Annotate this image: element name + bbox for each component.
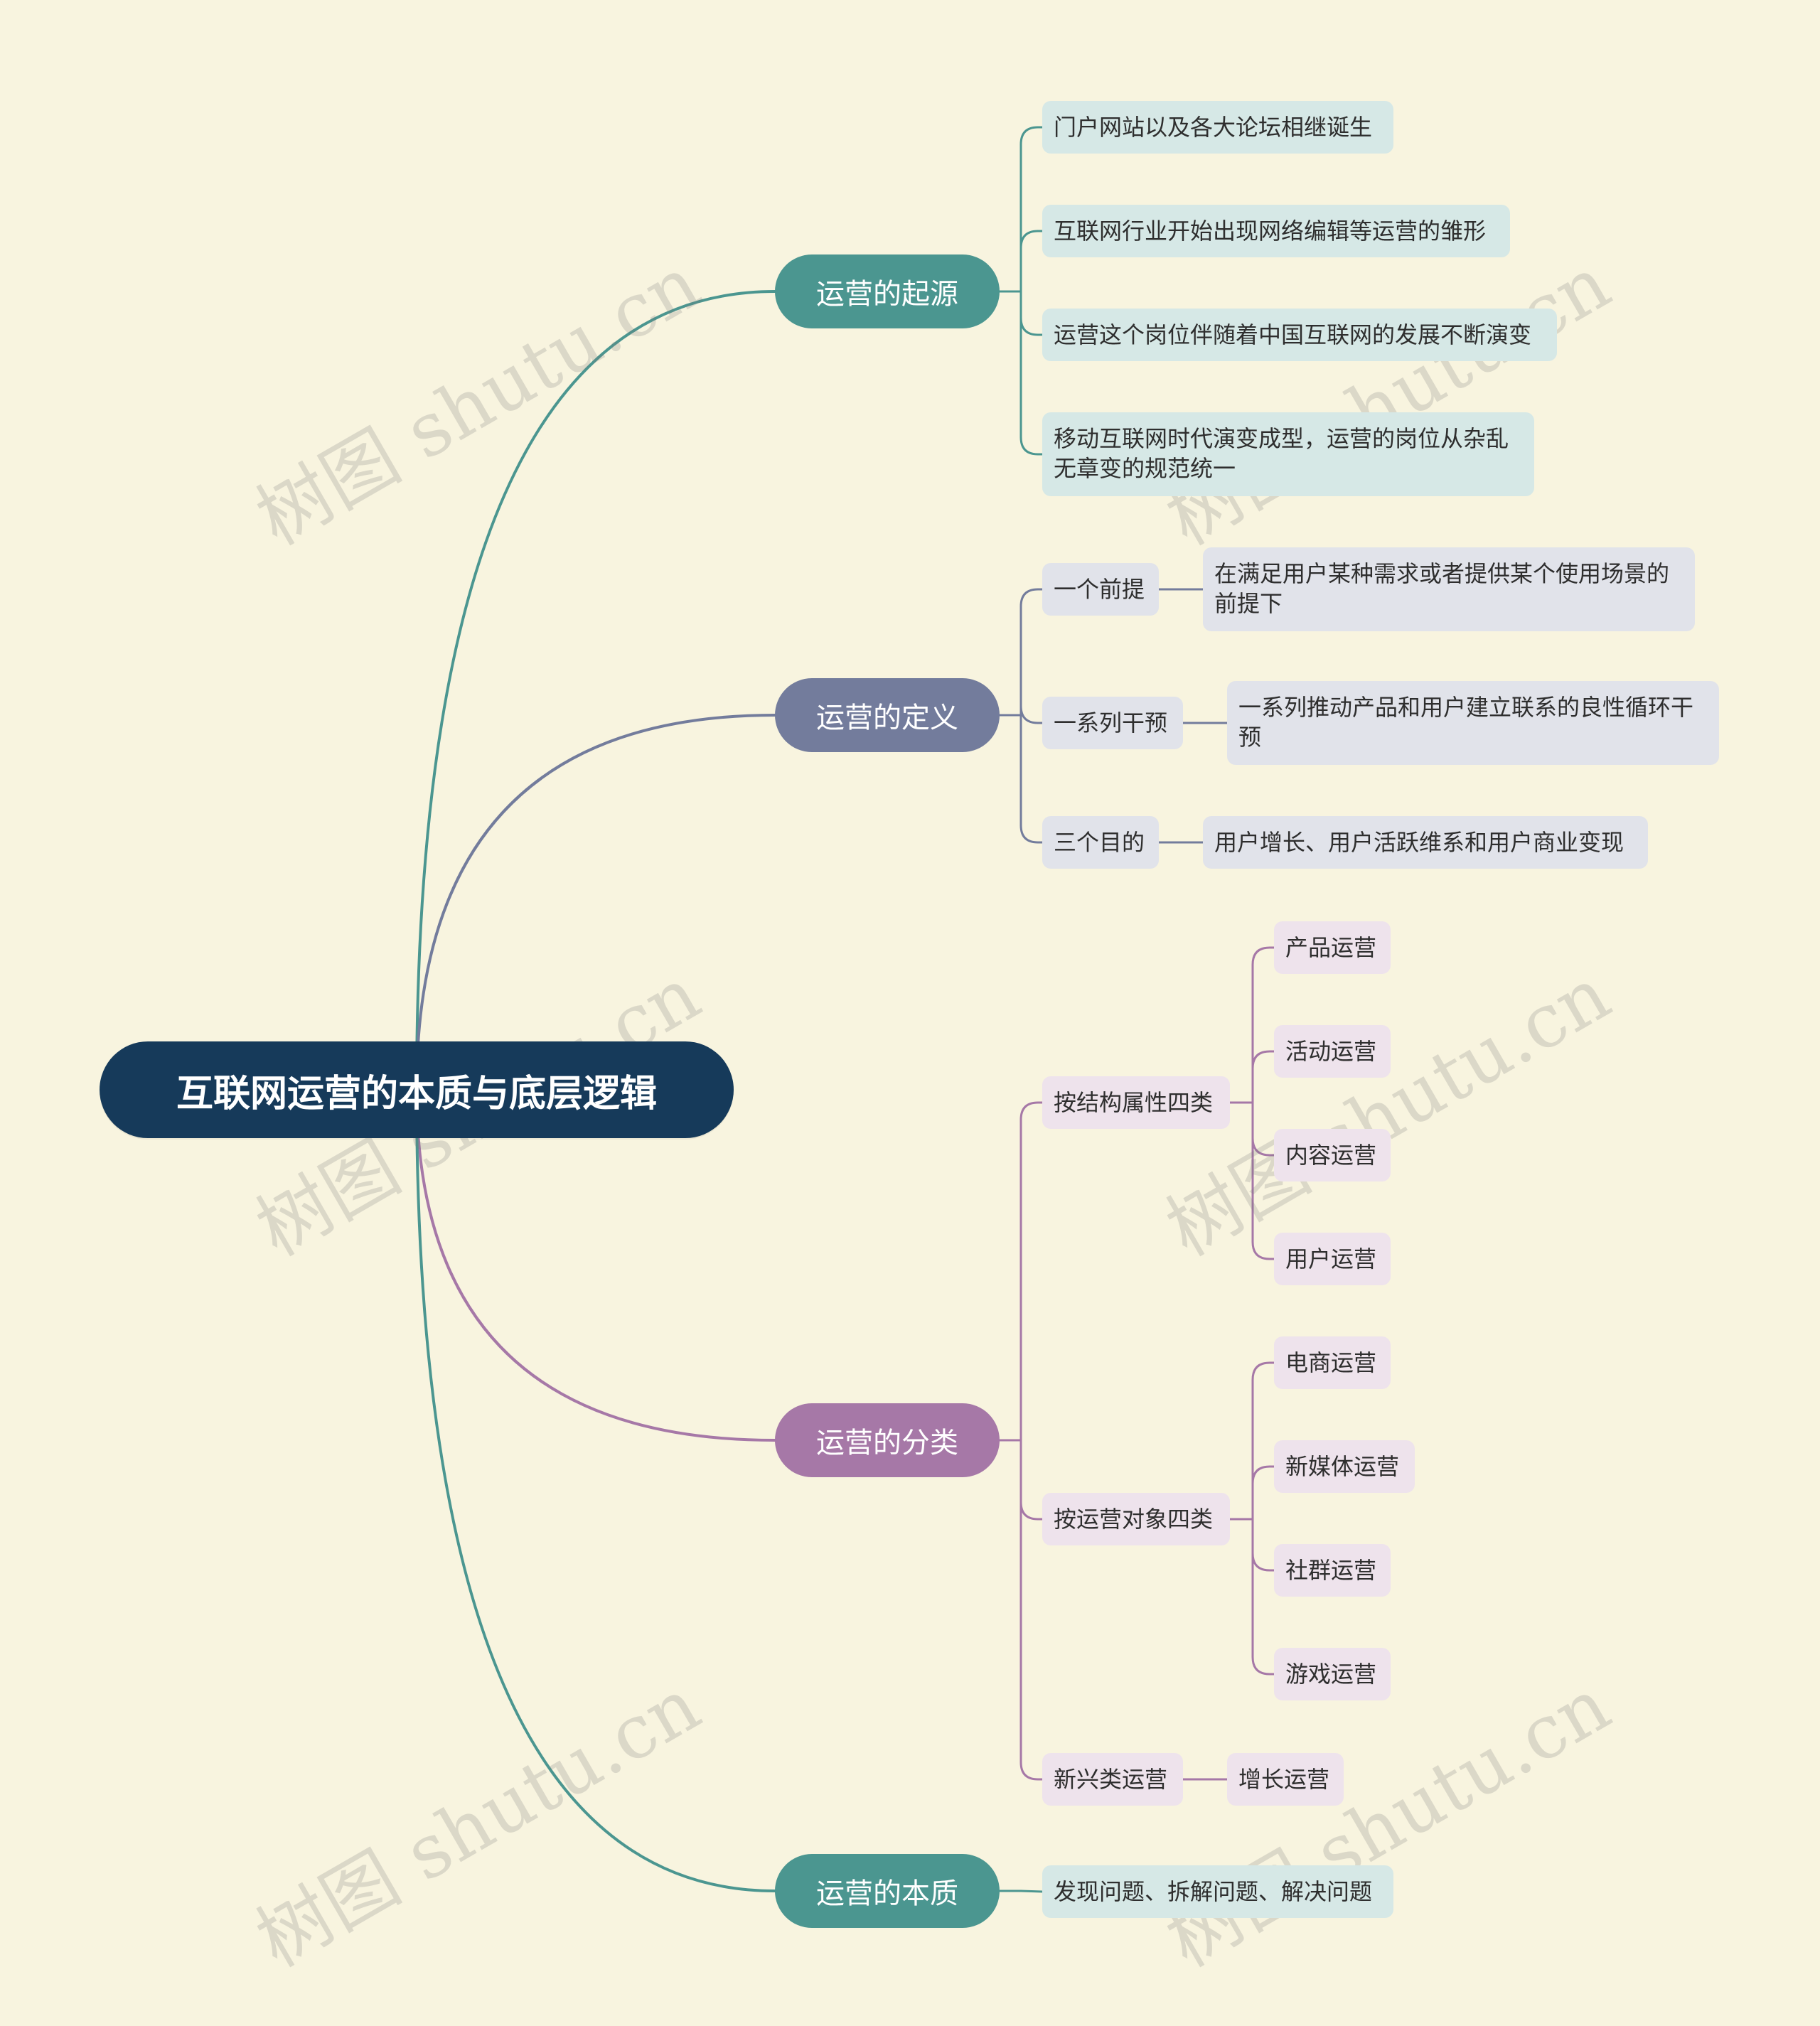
link-target-edge-2	[1251, 1518, 1275, 1572]
leaf-growth-ops[interactable]: 增长运营	[1227, 1753, 1344, 1806]
branch-classification[interactable]: 运营的分类	[775, 1403, 1000, 1477]
leaf-problem-solving[interactable]: 发现问题、拆解问题、解决问题	[1042, 1865, 1393, 1918]
leaf-ecommerce-ops[interactable]: 电商运营	[1274, 1336, 1391, 1389]
link-structure-edge-1	[1251, 1050, 1275, 1104]
leaf-intervention-detail[interactable]: 一系列推动产品和用户建立联系的良性循环干预	[1227, 681, 1719, 765]
link-root-definition	[415, 714, 776, 1091]
link-target-edge-1	[1251, 1465, 1275, 1521]
branch-definition[interactable]: 运营的定义	[775, 678, 1000, 752]
leaf-portal-sites[interactable]: 门户网站以及各大论坛相继诞生	[1042, 101, 1393, 154]
leaf-activity-ops[interactable]: 活动运营	[1274, 1025, 1391, 1078]
link-classification-edge-0	[1019, 1101, 1044, 1442]
link-classification-edge-2	[1019, 1439, 1044, 1781]
link-origin-edge-0	[1019, 126, 1044, 293]
link-definition-edge-1	[1019, 705, 1044, 724]
link-target-edge-3	[1251, 1518, 1275, 1676]
link-structure-edge-3	[1251, 1101, 1275, 1260]
leaf-premise-detail[interactable]: 在满足用户某种需求或者提供某个使用场景的前提下	[1203, 547, 1695, 631]
link-root-essence	[415, 1088, 776, 1892]
branch-origin[interactable]: 运营的起源	[775, 254, 1000, 328]
leaf-goals-detail[interactable]: 用户增长、用户活跃维系和用户商业变现	[1203, 816, 1648, 869]
leaf-new-media-ops[interactable]: 新媒体运营	[1274, 1440, 1415, 1493]
link-root-classification	[415, 1088, 776, 1442]
leaf-mobile-era[interactable]: 移动互联网时代演变成型，运营的岗位从杂乱无章变的规范统一	[1042, 412, 1534, 496]
link-classification-edge-1	[1019, 1439, 1044, 1521]
link-essence-edge-0	[1019, 1890, 1044, 1893]
link-origin-edge-2	[1019, 290, 1044, 336]
sub-one-premise[interactable]: 一个前提	[1042, 563, 1159, 616]
sub-interventions[interactable]: 一系列干预	[1042, 697, 1183, 749]
leaf-content-ops[interactable]: 内容运营	[1274, 1129, 1391, 1181]
link-structure-edge-0	[1251, 946, 1275, 1104]
link-target-edge-0	[1251, 1361, 1275, 1521]
sub-by-structure[interactable]: 按结构属性四类	[1042, 1076, 1230, 1129]
link-definition-edge-0	[1019, 588, 1044, 717]
link-root-origin	[415, 290, 776, 1091]
sub-emerging[interactable]: 新兴类运营	[1042, 1753, 1183, 1806]
root-topic[interactable]: 互联网运营的本质与底层逻辑	[100, 1041, 734, 1138]
link-origin-edge-3	[1019, 290, 1044, 456]
link-structure-edge-2	[1251, 1101, 1275, 1157]
leaf-community-ops[interactable]: 社群运营	[1274, 1544, 1391, 1597]
leaf-game-ops[interactable]: 游戏运营	[1274, 1648, 1391, 1700]
leaf-product-ops[interactable]: 产品运营	[1274, 921, 1391, 974]
sub-three-goals[interactable]: 三个目的	[1042, 816, 1159, 869]
link-origin-edge-1	[1019, 230, 1044, 293]
leaf-role-evolution[interactable]: 运营这个岗位伴随着中国互联网的发展不断演变	[1042, 309, 1557, 361]
sub-by-target[interactable]: 按运营对象四类	[1042, 1493, 1230, 1545]
leaf-user-ops[interactable]: 用户运营	[1274, 1233, 1391, 1285]
leaf-network-editor[interactable]: 互联网行业开始出现网络编辑等运营的雏形	[1042, 205, 1510, 257]
link-definition-edge-2	[1019, 714, 1044, 844]
branch-essence[interactable]: 运营的本质	[775, 1854, 1000, 1928]
